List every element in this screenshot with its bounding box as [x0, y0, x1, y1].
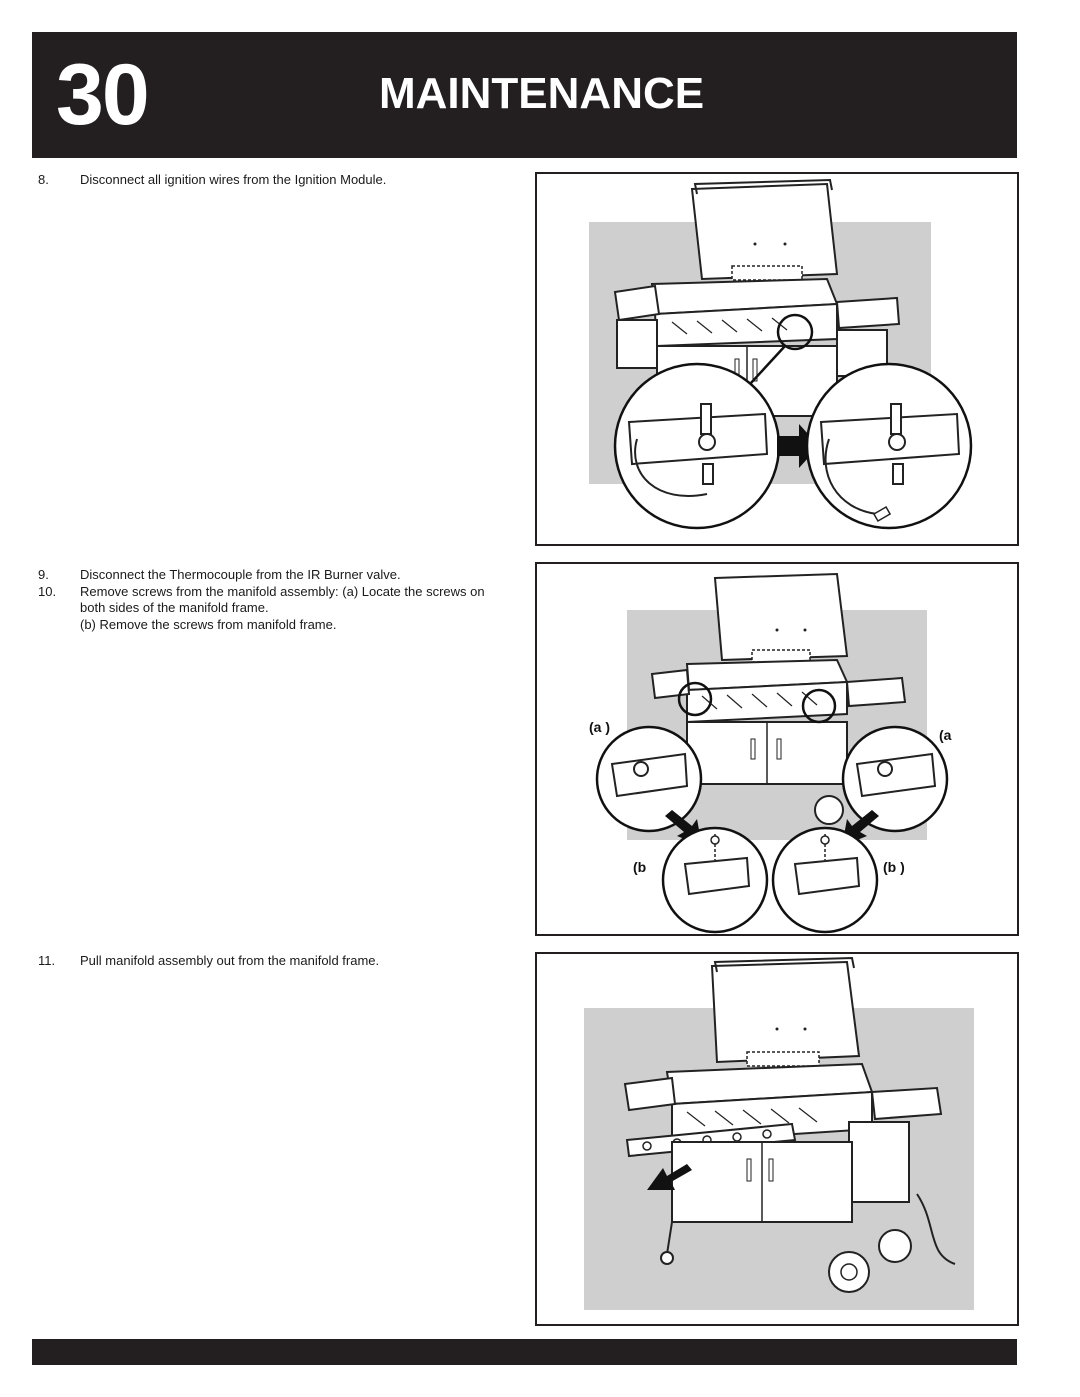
label-b-right: (b ) — [883, 859, 905, 875]
step-text: Pull manifold assembly out from the mani… — [80, 953, 380, 968]
page-footer — [32, 1339, 1017, 1365]
step-text: Remove screws from the manifold assembly… — [80, 584, 485, 615]
step-number: 8. — [38, 172, 49, 187]
section-title: MAINTENANCE — [379, 69, 705, 118]
step-number: 9. — [38, 567, 49, 582]
step-number: 10. — [38, 584, 57, 599]
step-text: (b) Remove the screws from manifold fram… — [80, 617, 337, 632]
step-text: Disconnect the Thermocouple from the IR … — [80, 567, 401, 582]
step-text: Disconnect all ignition wires from the I… — [80, 172, 387, 187]
grill-illustration-2: (a ) (a (b (b ) — [589, 572, 952, 934]
grill-illustration-3 — [584, 956, 974, 1310]
figure-ignition-module — [535, 172, 1019, 546]
page-number: 30 — [56, 47, 150, 143]
step-number: 11. — [38, 953, 56, 968]
page-header: 30 MAINTENANCE — [32, 32, 1017, 158]
label-a-left: (a ) — [589, 719, 610, 735]
grill-illustration-1 — [589, 178, 973, 530]
figure-pull-manifold — [535, 952, 1019, 1326]
label-b-left: (b — [633, 859, 646, 875]
figure-manifold-screws: (a ) (a (b (b ) — [535, 562, 1019, 936]
label-a-right: (a — [939, 727, 952, 743]
